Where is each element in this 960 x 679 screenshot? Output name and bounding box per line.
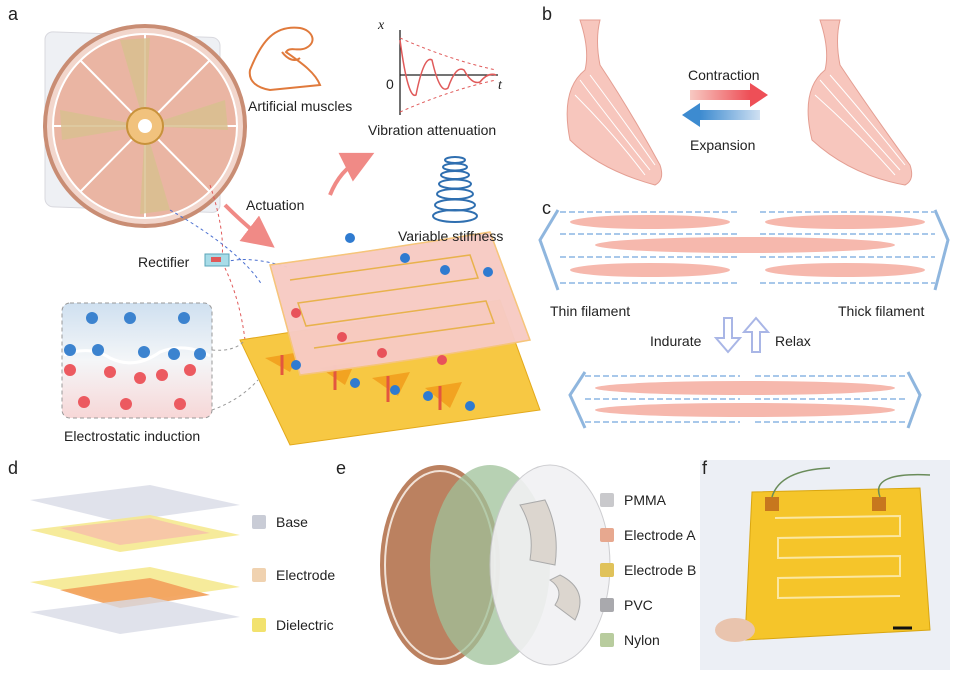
rotary-disc <box>43 24 247 228</box>
axis-label-zero: 0 <box>386 76 394 92</box>
panel-label-b: b <box>542 4 553 24</box>
legend-dielectric: Dielectric <box>252 617 334 633</box>
axis-label-t: t <box>498 78 502 93</box>
muscle-right <box>807 19 913 186</box>
label-expansion: Expansion <box>690 137 756 153</box>
contraction-arrow <box>690 83 768 107</box>
wires <box>169 184 291 341</box>
legend-item-pmma: PMMA <box>600 482 696 517</box>
label-rectifier: Rectifier <box>138 254 190 270</box>
axis-label-x: x <box>378 18 385 33</box>
actuation-arrow <box>223 203 275 248</box>
label-thick-filament: Thick filament <box>838 303 925 319</box>
cube-icon <box>600 527 614 542</box>
layer-stack <box>30 485 240 634</box>
expansion-arrow <box>682 103 760 127</box>
spring-icon <box>432 156 478 223</box>
label-thin-filament: Thin filament <box>550 303 631 319</box>
panel-label-a: a <box>8 4 19 24</box>
legend-item-electrode-a: Electrode A <box>600 517 696 552</box>
label-artificial-muscles: Artificial muscles <box>248 98 353 114</box>
label-indurate: Indurate <box>650 333 702 349</box>
device-photo <box>700 460 950 670</box>
output-arrow <box>328 152 375 196</box>
label-electrostatic-induction: Electrostatic induction <box>64 428 201 444</box>
cube-icon <box>600 597 614 612</box>
legend-electrode: Electrode <box>252 567 335 583</box>
panel-label-e: e <box>336 458 347 478</box>
indurate-arrow <box>713 317 743 354</box>
cube-icon <box>600 632 614 647</box>
sarcomere-top <box>538 209 950 291</box>
legend-base: Base <box>252 514 308 530</box>
legend-materials: PMMA Electrode A Electrode B PVC Nylon <box>600 482 696 657</box>
legend-item-electrode-b: Electrode B <box>600 552 696 587</box>
label-contraction: Contraction <box>688 67 760 83</box>
label-relax: Relax <box>775 333 811 349</box>
cube-icon <box>252 618 266 632</box>
panel-label-c: c <box>542 198 551 218</box>
film-stack <box>239 231 541 446</box>
cube-icon <box>600 492 614 507</box>
cube-icon <box>252 515 266 529</box>
label-variable-stiffness: Variable stiffness <box>398 228 504 244</box>
cube-icon <box>600 562 614 577</box>
panel-label-f: f <box>702 458 708 478</box>
disc-assembly <box>380 464 611 666</box>
label-vibration-attenuation: Vibration attenuation <box>368 122 497 138</box>
relax-arrow <box>741 316 771 353</box>
muscle-icon <box>248 26 322 92</box>
muscle-left <box>566 19 663 186</box>
vibration-plot <box>399 30 498 115</box>
label-actuation: Actuation <box>246 197 305 213</box>
legend-item-pvc: PVC <box>600 587 696 622</box>
charge-dots <box>291 233 493 411</box>
legend-item-nylon: Nylon <box>600 622 696 657</box>
rectifier-icon <box>204 253 230 267</box>
electrostatic-inset <box>61 302 259 419</box>
sarcomere-bottom <box>568 371 922 429</box>
cube-icon <box>252 568 266 582</box>
panel-label-d: d <box>8 458 19 478</box>
